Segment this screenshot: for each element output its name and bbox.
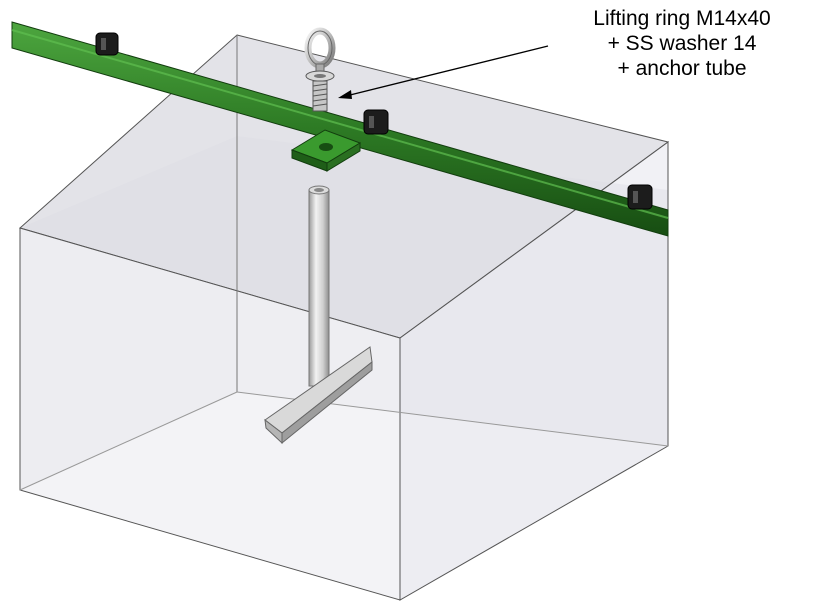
- callout-line-3: + anchor tube: [617, 57, 747, 80]
- callout-line-2: + SS washer 14: [607, 32, 757, 55]
- callout-line-1: Lifting ring M14x40: [593, 7, 771, 30]
- threaded-bolt: [312, 80, 328, 112]
- bar-clip-middle: [363, 109, 389, 135]
- support-bar: [11, 21, 669, 237]
- lifting-ring: [304, 27, 336, 73]
- bar-clip-right: [627, 184, 653, 210]
- block-back-bottom-edge-left: [19, 391, 238, 491]
- angle-foot-plate: [264, 346, 373, 445]
- callout-leader-arrow: [338, 45, 549, 99]
- holding-plate: [290, 129, 362, 172]
- bar-clip-left: [95, 32, 119, 56]
- callout-label: Lifting ring M14x40 + SS washer 14 + anc…: [548, 6, 816, 81]
- concrete-block: [18, 34, 670, 601]
- ss-washer: [305, 70, 335, 82]
- anchor-tube: [308, 185, 330, 387]
